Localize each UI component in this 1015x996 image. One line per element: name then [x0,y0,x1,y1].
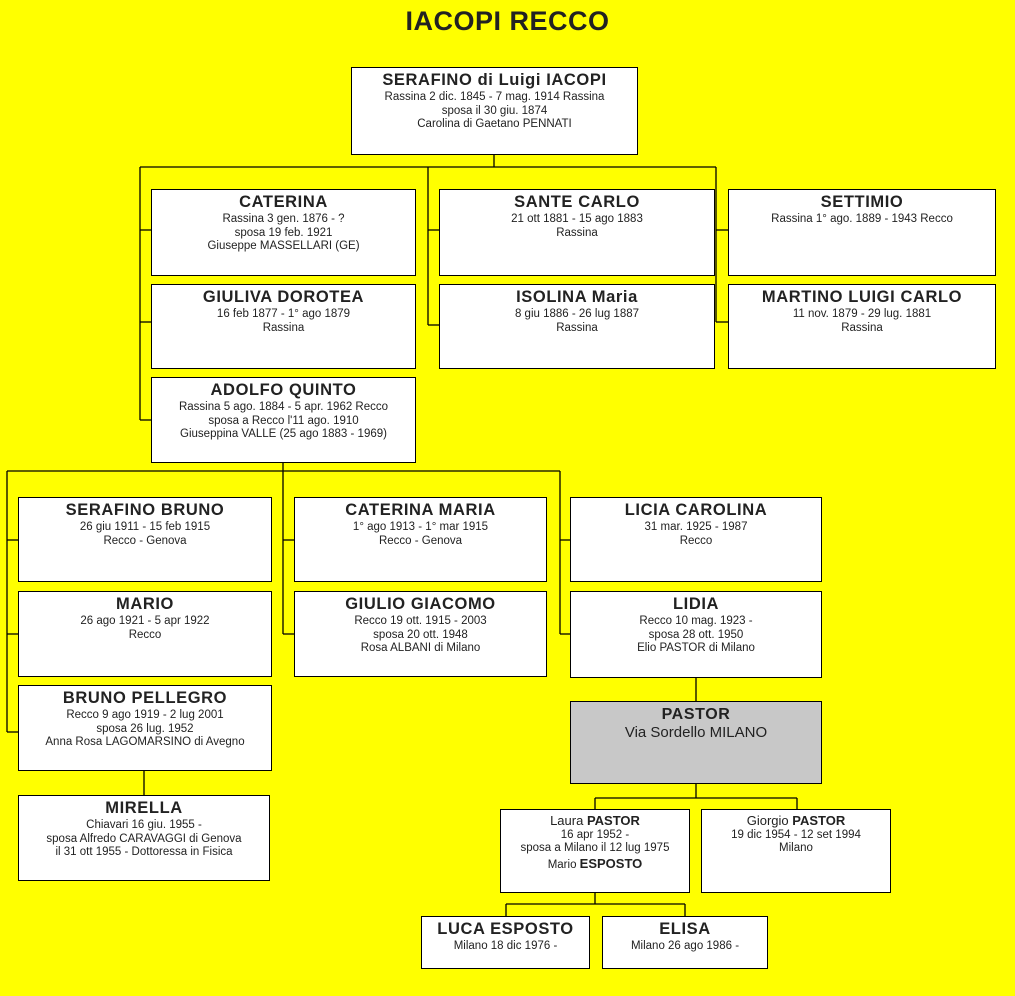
person-name: LIDIA [672,595,720,613]
person-detail: 16 feb 1877 - 1° ago 1879 [216,307,351,320]
person-detail: Rassina [262,321,305,334]
person-licia: LICIA CAROLINA 31 mar. 1925 - 1987 Recco [570,497,822,582]
person-giuliva: GIULIVA DOROTEA 16 feb 1877 - 1° ago 187… [151,284,416,369]
person-detail: 26 ago 1921 - 5 apr 1922 [80,614,210,627]
person-giorgio: Giorgio PASTOR 19 dic 1954 - 12 set 1994… [701,809,891,893]
given-name: Laura [550,813,587,828]
person-name: GIULIVA DOROTEA [202,288,365,306]
person-name: MARTINO LUIGI CARLO [761,288,963,306]
person-detail: Recco 10 mag. 1923 - [639,614,753,627]
person-name: GIULIO GIACOMO [345,595,496,613]
person-mirella: MIRELLA Chiavari 16 giu. 1955 - sposa Al… [18,795,270,881]
person-detail: 1° ago 1913 - 1° mar 1915 [352,520,489,533]
person-name: LUCA ESPOSTO [437,920,574,938]
person-name: BRUNO PELLEGRO [62,689,228,707]
person-serafino-root: SERAFINO di Luigi IACOPI Rassina 2 dic. … [351,67,638,155]
person-name: CATERINA MARIA [345,501,496,519]
person-giulio: GIULIO GIACOMO Recco 19 ott. 1915 - 2003… [294,591,547,677]
person-detail: sposa 26 lug. 1952 [96,722,194,735]
surname: PASTOR [792,813,846,828]
person-elisa: ELISA Milano 26 ago 1986 - [602,916,768,969]
person-detail: sposa a Milano il 12 lug 1975 [520,842,670,855]
person-pastor-family: PASTOR Via Sordello MILANO [570,701,822,784]
page-title: IACOPI RECCO [405,6,610,36]
person-detail: 16 apr 1952 - [560,828,630,841]
person-detail: Rassina [556,321,598,334]
person-name: SERAFINO BRUNO [65,501,225,519]
person-name: SERAFINO di Luigi IACOPI [382,71,607,89]
person-detail: Giuseppina VALLE (25 ago 1883 - 1969) [180,428,387,441]
person-name: MARIO [116,595,174,613]
person-detail: Recco [128,628,162,641]
person-name: SANTE CARLO [514,193,640,211]
person-detail: Rassina 2 dic. 1845 - 7 mag. 1914 Rassin… [384,90,605,103]
spouse-given-name: Mario [547,859,580,872]
person-caterina-maria: CATERINA MARIA 1° ago 1913 - 1° mar 1915… [294,497,547,582]
person-name: ADOLFO QUINTO [210,381,357,399]
person-detail: 19 dic 1954 - 12 set 1994 [731,828,861,841]
person-detail: sposa il 30 giu. 1874 [441,104,548,117]
person-detail: 8 giu 1886 - 26 lug 1887 [514,307,640,320]
person-settimio: SETTIMIO Rassina 1° ago. 1889 - 1943 Rec… [728,189,996,276]
person-detail: 31 mar. 1925 - 1987 [644,520,748,533]
person-detail: Elio PASTOR di Milano [637,642,755,655]
person-detail: il 31 ott 1955 - Dottoressa in Fisica [55,846,233,859]
given-name: Giorgio [746,813,793,828]
person-luca: LUCA ESPOSTO Milano 18 dic 1976 - [421,916,590,969]
person-adolfo: ADOLFO QUINTO Rassina 5 ago. 1884 - 5 ap… [151,377,416,463]
person-detail: Milano 18 dic 1976 - [453,939,558,952]
person-sante-carlo: SANTE CARLO 21 ott 1881 - 15 ago 1883 Ra… [439,189,715,276]
person-detail: Milano [779,842,813,855]
person-detail: Rosa ALBANI di Milano [360,642,481,655]
person-detail: Rassina 5 ago. 1884 - 5 apr. 1962 Recco [178,400,389,413]
person-detail: sposa 28 ott. 1950 [648,628,744,641]
person-detail: Recco - Genova [378,534,463,547]
person-detail: sposa 20 ott. 1948 [373,628,468,641]
person-name: ISOLINA Maria [516,288,638,306]
person-detail: 26 giu 1911 - 15 feb 1915 [79,520,211,533]
person-detail: Rassina 3 gen. 1876 - ? [222,212,345,225]
person-bruno-pellegro: BRUNO PELLEGRO Recco 9 ago 1919 - 2 lug … [18,685,272,771]
person-detail: Via Sordello MILANO [624,724,768,742]
person-mario: MARIO 26 ago 1921 - 5 apr 1922 Recco [18,591,272,677]
person-detail: Milano 26 ago 1986 - [630,939,740,952]
person-name: Laura PASTOR [501,813,689,829]
person-detail: Rassina 1° ago. 1889 - 1943 Recco [771,212,953,225]
person-detail: 21 ott 1881 - 15 ago 1883 [511,212,643,225]
person-detail: Recco 9 ago 1919 - 2 lug 2001 [66,708,224,721]
person-detail: Anna Rosa LAGOMARSINO di Avegno [45,736,245,749]
person-lidia: LIDIA Recco 10 mag. 1923 - sposa 28 ott.… [570,591,822,678]
person-name: LICIA CAROLINA [624,501,768,519]
person-detail: Recco 19 ott. 1915 - 2003 [354,614,487,627]
person-name: MIRELLA [105,799,183,817]
person-serafino-bruno: SERAFINO BRUNO 26 giu 1911 - 15 feb 1915… [18,497,272,582]
person-name: ELISA [659,920,711,938]
person-detail: Giuseppe MASSELLARI (GE) [207,240,360,253]
person-detail: Recco [679,534,713,547]
person-name: SETTIMIO [820,193,904,211]
person-detail: 11 nov. 1879 - 29 lug. 1881 [792,307,932,320]
surname: PASTOR [586,813,640,828]
person-detail: Chiavari 16 giu. 1955 - [86,818,202,831]
person-name: Giorgio PASTOR [702,813,890,829]
person-detail: Carolina di Gaetano PENNATI [417,118,572,131]
person-detail: Recco - Genova [103,534,187,547]
spouse-surname: ESPOSTO [579,856,643,872]
person-detail: Rassina [841,321,883,334]
person-caterina: CATERINA Rassina 3 gen. 1876 - ? sposa 1… [151,189,416,276]
person-detail: Rassina [556,226,598,239]
person-martino: MARTINO LUIGI CARLO 11 nov. 1879 - 29 lu… [728,284,996,369]
spouse-name: Mario ESPOSTO [501,856,689,873]
person-isolina: ISOLINA Maria 8 giu 1886 - 26 lug 1887 R… [439,284,715,369]
person-name: PASTOR [661,706,731,723]
person-name: CATERINA [239,193,328,211]
person-detail: sposa 19 feb. 1921 [234,226,333,239]
person-laura: Laura PASTOR 16 apr 1952 - sposa a Milan… [500,809,690,893]
person-detail: sposa a Recco l'11 ago. 1910 [208,414,359,427]
person-detail: sposa Alfredo CARAVAGGI di Genova [46,832,242,845]
